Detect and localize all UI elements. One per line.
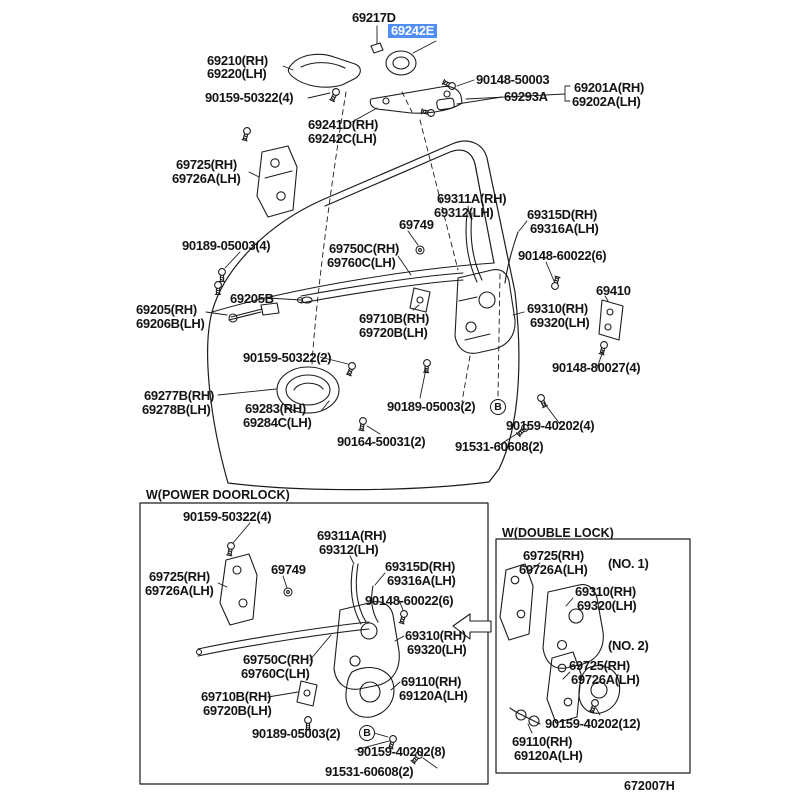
part-label-69320-lh[interactable]: 69320(LH) [530, 315, 590, 330]
hidden-lines [311, 91, 501, 403]
part-label-90159-50322-4[interactable]: 90159-50322(4) [183, 509, 272, 524]
door-panel-art [207, 140, 520, 491]
part-label-69210-rh[interactable]: 69210(RH) [207, 53, 268, 68]
part-label-69749[interactable]: 69749 [399, 217, 434, 232]
part-label-69749[interactable]: 69749 [271, 562, 306, 577]
part-label-69293a[interactable]: 69293A [504, 89, 548, 104]
handle-frame-art [369, 85, 463, 114]
part-label-69120a-lh[interactable]: 69120A(LH) [514, 748, 583, 763]
exterior-handle-art [287, 42, 417, 88]
part-label-69726a-lh[interactable]: 69726A(LH) [172, 171, 241, 186]
part-label-69760c-lh[interactable]: 69760C(LH) [241, 666, 310, 681]
inside-handle-bezel-art [276, 296, 340, 414]
part-label-69217d[interactable]: 69217D [352, 10, 396, 25]
part-label-69725-rh[interactable]: 69725(RH) [569, 658, 630, 673]
part-label-90159-40202-4[interactable]: 90159-40202(4) [506, 418, 595, 433]
part-label-69110-rh[interactable]: 69110(RH) [512, 734, 573, 749]
part-label-90148-50003[interactable]: 90148-50003 [476, 72, 550, 87]
part-label-69110-rh[interactable]: 69110(RH) [401, 674, 462, 689]
part-label-69120a-lh[interactable]: 69120A(LH) [399, 688, 468, 703]
part-label-69726a-lh[interactable]: 69726A(LH) [519, 562, 588, 577]
door-lock-assembly-art [454, 269, 516, 354]
part-label-69241d-rh[interactable]: 69241D(RH) [308, 117, 378, 132]
part-label-69320-lh[interactable]: 69320(LH) [577, 598, 637, 613]
part-label-90159-40202-12[interactable]: 90159-40202(12) [545, 716, 641, 731]
part-label-90159-50322-4[interactable]: 90159-50322(4) [205, 90, 294, 105]
double-lock-art [499, 563, 621, 727]
part-label-69283-rh[interactable]: 69283(RH) [245, 401, 306, 416]
part-label-91531-60608-2[interactable]: 91531-60608(2) [455, 439, 544, 454]
door-check-art [228, 302, 280, 323]
part-label-69320-lh[interactable]: 69320(LH) [407, 642, 467, 657]
part-label-69278b-lh[interactable]: 69278B(LH) [142, 402, 211, 417]
part-label-69316a-lh[interactable]: 69316A(LH) [530, 221, 599, 236]
part-label-69710b-rh[interactable]: 69710B(RH) [359, 311, 429, 326]
part-label-69310-rh[interactable]: 69310(RH) [575, 584, 636, 599]
part-label-69312-lh[interactable]: 69312(LH) [434, 205, 494, 220]
part-label-69310-rh[interactable]: 69310(RH) [527, 301, 588, 316]
part-label-69284c-lh[interactable]: 69284C(LH) [243, 415, 312, 430]
section-title-w-double-lock: W(DOUBLE LOCK) [502, 526, 614, 540]
section-title-w-power-doorlock: W(POWER DOORLOCK) [146, 488, 290, 502]
hinge-bracket-art [256, 145, 298, 218]
part-label-90189-05003-2[interactable]: 90189-05003(2) [387, 399, 476, 414]
part-label-90148-80027-4[interactable]: 90148-80027(4) [552, 360, 641, 375]
part-label-69312-lh[interactable]: 69312(LH) [319, 542, 379, 557]
part-label-69205b[interactable]: 69205B [230, 291, 274, 306]
annotation-no-2: (NO. 2) [608, 638, 649, 653]
part-label-69202a-lh[interactable]: 69202A(LH) [572, 94, 641, 109]
part-label-69410[interactable]: 69410 [596, 283, 631, 298]
part-label-90148-60022-6[interactable]: 90148-60022(6) [365, 593, 454, 608]
part-label-69311a-rh[interactable]: 69311A(RH) [317, 528, 387, 543]
part-label-69315d-rh[interactable]: 69315D(RH) [385, 559, 455, 574]
part-label-69726a-lh[interactable]: 69726A(LH) [145, 583, 214, 598]
part-label-69725-rh[interactable]: 69725(RH) [176, 157, 237, 172]
part-label-69205-rh[interactable]: 69205(RH) [136, 302, 197, 317]
part-label-90189-05003-2[interactable]: 90189-05003(2) [252, 726, 341, 741]
part-label-90148-60022-6[interactable]: 90148-60022(6) [518, 248, 607, 263]
part-label-69725-rh[interactable]: 69725(RH) [523, 548, 584, 563]
part-label-91531-60608-2[interactable]: 91531-60608(2) [325, 764, 414, 779]
part-label-69720b-lh[interactable]: 69720B(LH) [203, 703, 272, 718]
part-label-90189-05003-4[interactable]: 90189-05003(4) [182, 238, 271, 253]
lock-rods-art [296, 212, 519, 313]
part-label-69750c-rh[interactable]: 69750C(RH) [329, 241, 399, 256]
part-label-69710b-rh[interactable]: 69710B(RH) [201, 689, 271, 704]
part-label-69315d-rh[interactable]: 69315D(RH) [527, 207, 597, 222]
annotation-no-1: (NO. 1) [608, 556, 649, 571]
part-label-69311a-rh[interactable]: 69311A(RH) [437, 191, 507, 206]
leader-lines-power [217, 522, 438, 769]
arrow-icon [452, 613, 492, 640]
part-label-90159-40202-8[interactable]: 90159-40202(8) [357, 744, 446, 759]
power-doorlock-art [195, 541, 425, 766]
striker-art [598, 299, 624, 341]
part-label-69242c-lh[interactable]: 69242C(LH) [308, 131, 377, 146]
power-doorlock-box [139, 502, 489, 785]
part-label-90164-50031-2[interactable]: 90164-50031(2) [337, 434, 426, 449]
callout-badge-b: B [490, 399, 506, 415]
part-label-69277b-rh[interactable]: 69277B(RH) [144, 388, 214, 403]
part-label-69310-rh[interactable]: 69310(RH) [405, 628, 466, 643]
part-label-69760c-lh[interactable]: 69760C(LH) [327, 255, 396, 270]
leader-lines-double [527, 562, 601, 734]
leader-lines-top [205, 25, 609, 447]
callout-badge-b: B [359, 725, 375, 741]
part-label-69750c-rh[interactable]: 69750C(RH) [243, 652, 313, 667]
part-label-69316a-lh[interactable]: 69316A(LH) [387, 573, 456, 588]
part-label-90159-50322-2[interactable]: 90159-50322(2) [243, 350, 332, 365]
part-label-69725-rh[interactable]: 69725(RH) [149, 569, 210, 584]
drawing-number: 672007H [624, 779, 675, 793]
part-label-69726a-lh[interactable]: 69726A(LH) [571, 672, 640, 687]
part-label-69242e[interactable]: 69242E [388, 24, 438, 38]
double-lock-box [452, 538, 691, 774]
part-label-69720b-lh[interactable]: 69720B(LH) [359, 325, 428, 340]
part-label-69201a-rh[interactable]: 69201A(RH) [574, 80, 644, 95]
part-label-69206b-lh[interactable]: 69206B(LH) [136, 316, 205, 331]
part-label-69220-lh[interactable]: 69220(LH) [207, 66, 267, 81]
